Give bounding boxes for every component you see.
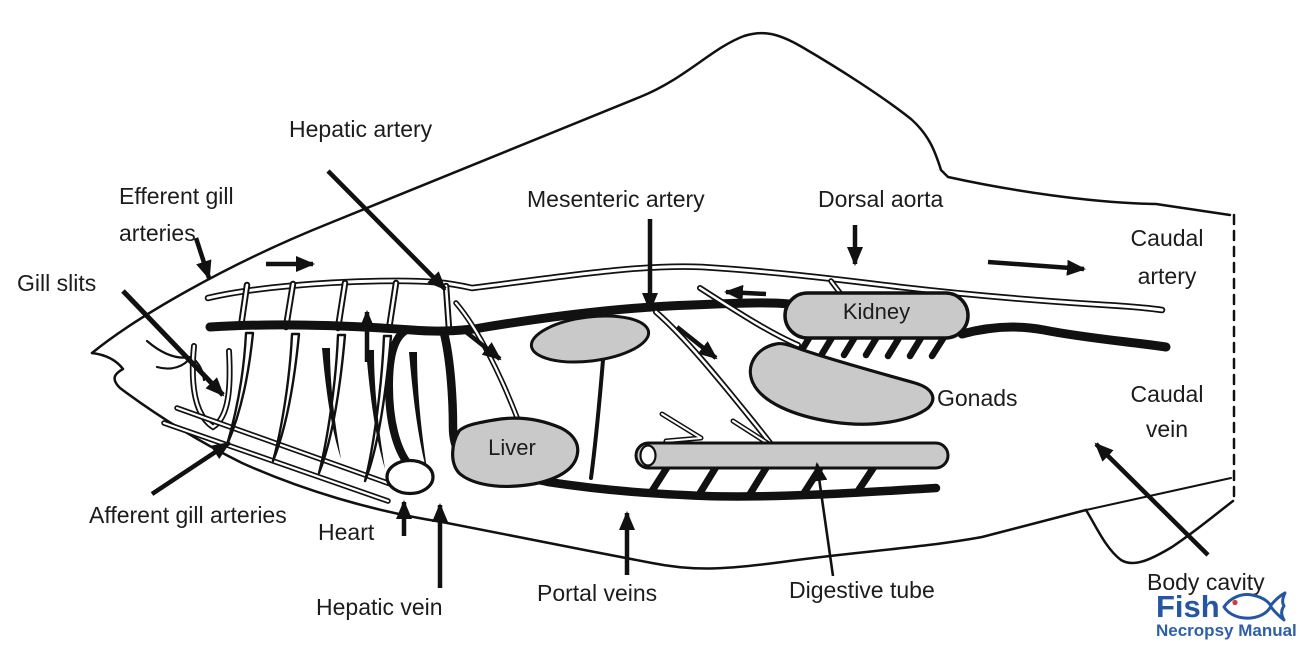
label-hepatic-vein: Hepatic vein: [316, 594, 443, 620]
ventral-portal-vessel: [439, 328, 941, 501]
label-efferent-gill-arteries-line2: arteries: [119, 220, 196, 246]
afferent-gill-vessels: [161, 405, 399, 504]
gill-arch-connectors: [237, 279, 453, 333]
flow-arrows: [266, 256, 1086, 362]
label-heart: Heart: [318, 519, 375, 545]
main-thick-vessels: [205, 298, 1171, 501]
kidney-organ: [783, 291, 970, 340]
label-digestive-tube: Digestive tube: [789, 577, 935, 603]
gonads-organ: [748, 341, 935, 426]
dorsal-aorta-vessel: [204, 263, 1166, 314]
label-caudal-vein-line1: Caudal: [1130, 381, 1204, 407]
logo-title: Fish: [1156, 589, 1220, 624]
label-mesenteric-artery: Mesenteric artery: [527, 186, 705, 212]
label-dorsal-aorta: Dorsal aorta: [818, 186, 944, 212]
label-afferent-gill-arteries: Afferent gill arteries: [89, 502, 287, 528]
label-body-cavity: Body cavity: [1147, 569, 1265, 595]
label-gonads: Gonads: [937, 385, 1018, 411]
caudal-vein-vessel: [957, 322, 1171, 352]
label-portal-veins: Portal veins: [537, 580, 658, 606]
label-gill-slits: Gill slits: [17, 270, 97, 296]
digestive-tube-organ: [634, 441, 950, 470]
label-efferent-gill-arteries-line1: Efferent gill: [119, 183, 234, 209]
label-caudal-vein-line2: vein: [1145, 416, 1189, 442]
label-hepatic-artery: Hepatic artery: [289, 116, 433, 142]
label-caudal-artery-line2: artery: [1137, 263, 1197, 289]
fish-outline-icon: [1222, 591, 1287, 622]
label-liver: Liver: [488, 435, 536, 460]
label-pointer-arrows: [121, 169, 1210, 588]
stomach-organ: [529, 314, 651, 364]
heart-organ: [385, 458, 435, 496]
fish-eye-dot: [1232, 599, 1238, 606]
label-caudal-artery-line1: Caudal: [1130, 225, 1204, 251]
logo-subtitle: Necropsy Manual: [1156, 621, 1297, 640]
liver-organ: [451, 416, 580, 489]
label-kidney: Kidney: [842, 299, 911, 324]
gill-slits-drawing: [225, 331, 428, 483]
